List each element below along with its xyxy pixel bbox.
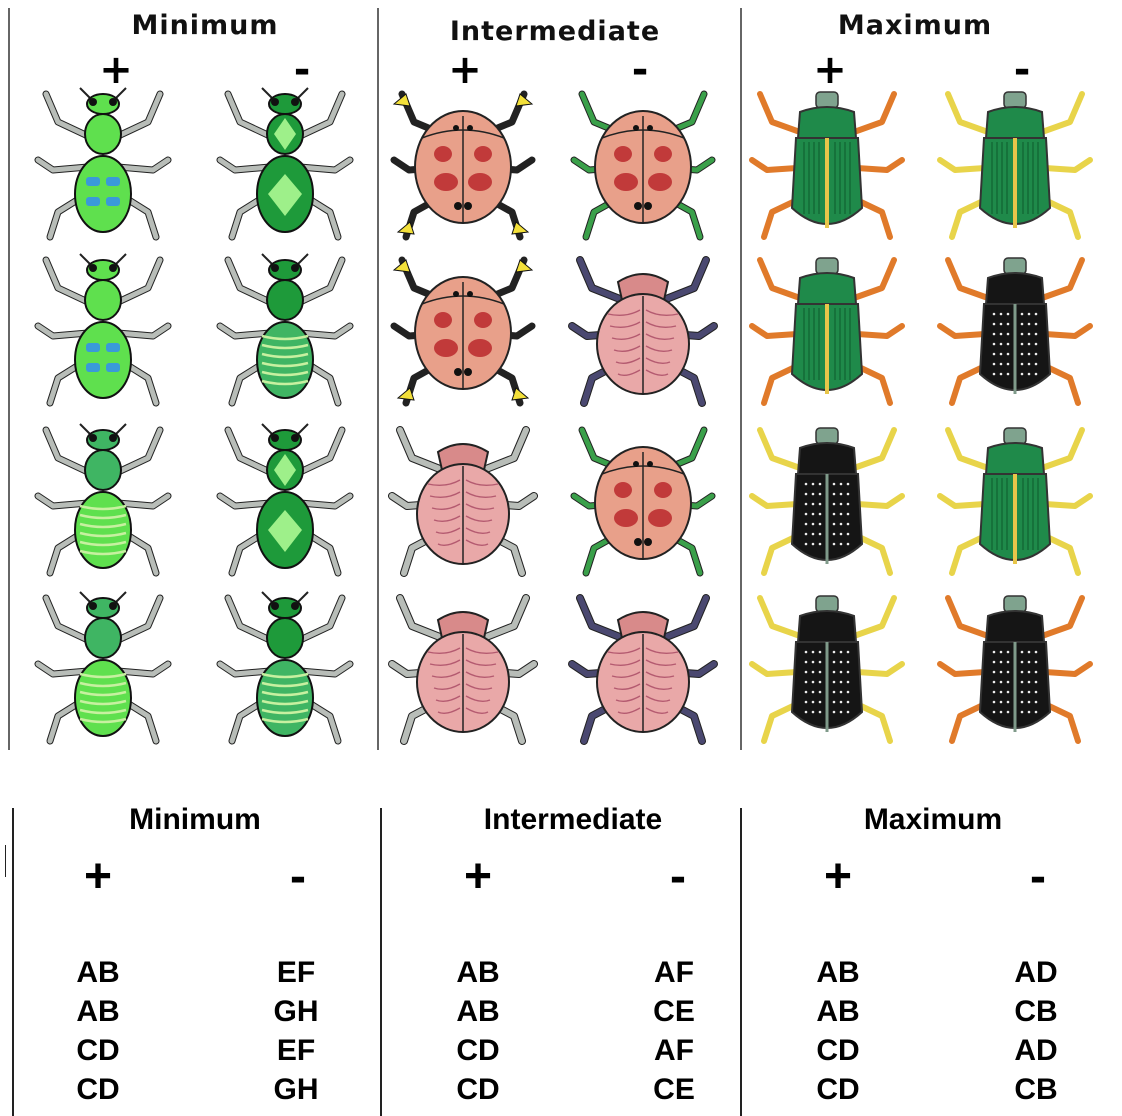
beetle-black-orange-legs-icon bbox=[940, 586, 1090, 746]
beetle-black-yellow-legs-icon bbox=[752, 418, 902, 578]
intermediate-plus-column: AB AB CD CD bbox=[438, 953, 518, 1109]
genotype-cell: AB bbox=[58, 953, 138, 992]
genotype-cell: CD bbox=[798, 1031, 878, 1070]
wasp-diamond-dark-green-icon bbox=[210, 82, 360, 242]
beetle-black-orange-legs-icon bbox=[940, 248, 1090, 408]
beetle-pink-gray-legs-icon bbox=[388, 586, 538, 746]
genotype-cell: AB bbox=[438, 992, 518, 1031]
maximum-minus-column: AD CB AD CB bbox=[996, 953, 1076, 1109]
beetle-pink-gray-legs-icon bbox=[388, 418, 538, 578]
minimum-minus-column: EF GH EF GH bbox=[256, 953, 336, 1109]
table-sign-minus: - bbox=[268, 853, 328, 901]
figure-divider-1 bbox=[377, 8, 379, 750]
beetle-green-yellow-legs-icon bbox=[940, 418, 1090, 578]
beetle-pink-navy-legs-icon bbox=[568, 586, 718, 746]
genotype-cell: AB bbox=[798, 992, 878, 1031]
table-left-border bbox=[12, 808, 14, 1116]
genotype-cell: GH bbox=[256, 992, 336, 1031]
genotype-cell: AB bbox=[58, 992, 138, 1031]
ladybug-spotted-green-legs-icon bbox=[568, 82, 718, 242]
genotype-cell: AB bbox=[798, 953, 878, 992]
table-sign-plus: + bbox=[68, 853, 128, 901]
wasp-striped-green-icon bbox=[210, 248, 360, 408]
figure-title-intermediate: Intermediate bbox=[430, 16, 680, 47]
ladybug-spotted-green-legs-icon bbox=[568, 418, 718, 578]
genotype-cell: CB bbox=[996, 992, 1076, 1031]
genotype-cell: CD bbox=[438, 1031, 518, 1070]
figure-title-minimum: Minimum bbox=[110, 10, 300, 41]
table-title-intermediate: Intermediate bbox=[448, 803, 698, 837]
wasp-bright-blue-spots-icon bbox=[28, 82, 178, 242]
table-divider-1 bbox=[380, 808, 382, 1116]
table-sign-minus: - bbox=[648, 853, 708, 901]
table-stray-mark bbox=[5, 845, 6, 877]
genotype-cell: CE bbox=[634, 1070, 714, 1109]
genotype-cell: CE bbox=[634, 992, 714, 1031]
wasp-striped-bright-icon bbox=[28, 418, 178, 578]
genotype-cell: AF bbox=[634, 953, 714, 992]
table-title-maximum: Maximum bbox=[833, 803, 1033, 837]
genotype-cell: CB bbox=[996, 1070, 1076, 1109]
beetle-black-yellow-legs-icon bbox=[752, 586, 902, 746]
genotype-cell: CD bbox=[798, 1070, 878, 1109]
ladybug-spotted-yellow-tips-icon bbox=[388, 248, 538, 408]
maximum-plus-column: AB AB CD CD bbox=[798, 953, 878, 1109]
beetle-green-orange-legs-icon bbox=[752, 248, 902, 408]
genotype-cell: AB bbox=[438, 953, 518, 992]
genotype-cell: AD bbox=[996, 953, 1076, 992]
genotype-cell: CD bbox=[58, 1031, 138, 1070]
beetle-green-orange-legs-icon bbox=[752, 82, 902, 242]
genotype-cell: AD bbox=[996, 1031, 1076, 1070]
wasp-bright-blue-spots-icon bbox=[28, 248, 178, 408]
genotype-cell: CD bbox=[58, 1070, 138, 1109]
table-sign-minus: - bbox=[1008, 853, 1068, 901]
table-divider-2 bbox=[740, 808, 742, 1116]
intermediate-minus-column: AF CE AF CE bbox=[634, 953, 714, 1109]
genotype-cell: AF bbox=[634, 1031, 714, 1070]
table-sign-plus: + bbox=[808, 853, 868, 901]
genotype-cell: GH bbox=[256, 1070, 336, 1109]
minimum-plus-column: AB AB CD CD bbox=[58, 953, 138, 1109]
genotype-cell: EF bbox=[256, 953, 336, 992]
beetle-pink-navy-legs-icon bbox=[568, 248, 718, 408]
table-sign-plus: + bbox=[448, 853, 508, 901]
table-title-minimum: Minimum bbox=[95, 803, 295, 837]
genotype-cell: CD bbox=[438, 1070, 518, 1109]
ladybug-spotted-yellow-tips-icon bbox=[388, 82, 538, 242]
figure-divider-2 bbox=[740, 8, 742, 750]
beetle-green-yellow-legs-icon bbox=[940, 82, 1090, 242]
figure-left-border bbox=[8, 8, 10, 750]
wasp-striped-bright-icon bbox=[28, 586, 178, 746]
wasp-diamond-dark-green-icon bbox=[210, 418, 360, 578]
figure-title-maximum: Maximum bbox=[815, 10, 1015, 41]
wasp-striped-green-icon bbox=[210, 586, 360, 746]
genotype-cell: EF bbox=[256, 1031, 336, 1070]
